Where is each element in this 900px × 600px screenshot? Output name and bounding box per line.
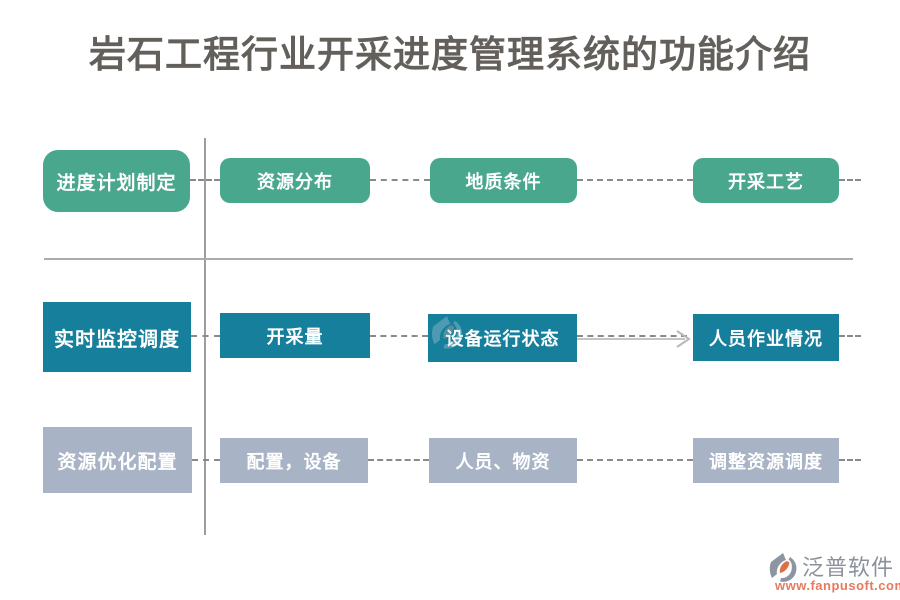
box-adjust-resource-scheduling: 调整资源调度 bbox=[693, 438, 839, 483]
dashed-connector bbox=[839, 335, 861, 337]
dashed-connector bbox=[368, 459, 429, 461]
dashed-connector bbox=[370, 335, 428, 337]
dashed-connector bbox=[192, 459, 220, 461]
box-personnel-materials: 人员、物资 bbox=[429, 438, 577, 483]
row-divider-line bbox=[44, 258, 853, 260]
box-resource-distribution: 资源分布 bbox=[220, 158, 370, 203]
dashed-connector bbox=[839, 179, 861, 181]
fanpu-logo-icon bbox=[768, 552, 800, 584]
arrow-connector bbox=[577, 328, 693, 348]
box-geological-conditions: 地质条件 bbox=[430, 158, 577, 203]
box-mining-technology: 开采工艺 bbox=[693, 158, 839, 203]
box-realtime-monitoring-scheduling: 实时监控调度 bbox=[43, 302, 191, 372]
box-config-equipment: 配置，设备 bbox=[220, 438, 368, 483]
dashed-connector bbox=[577, 335, 687, 337]
right-arrow-icon bbox=[577, 330, 691, 348]
box-equipment-running-status: 设备运行状态 bbox=[428, 314, 577, 362]
dashed-connector bbox=[190, 179, 220, 181]
dashed-connector bbox=[577, 459, 693, 461]
brand-footer: 泛普软件 www.fanpusoft.com bbox=[753, 548, 900, 594]
dashed-connector bbox=[370, 179, 430, 181]
dashed-connector bbox=[839, 459, 861, 461]
dashed-connector bbox=[191, 335, 220, 337]
box-resource-optimization: 资源优化配置 bbox=[43, 427, 192, 493]
diagram-title: 岩石工程行业开采进度管理系统的功能介绍 bbox=[89, 35, 811, 76]
box-personnel-work-status: 人员作业情况 bbox=[693, 314, 839, 361]
dashed-connector bbox=[577, 179, 693, 181]
brand-url: www.fanpusoft.com bbox=[775, 578, 900, 593]
watermark-logo-icon bbox=[430, 315, 466, 351]
brand-name: 泛普软件 bbox=[802, 555, 895, 580]
box-progress-planning: 进度计划制定 bbox=[43, 150, 190, 212]
box-mining-volume: 开采量 bbox=[220, 313, 370, 358]
